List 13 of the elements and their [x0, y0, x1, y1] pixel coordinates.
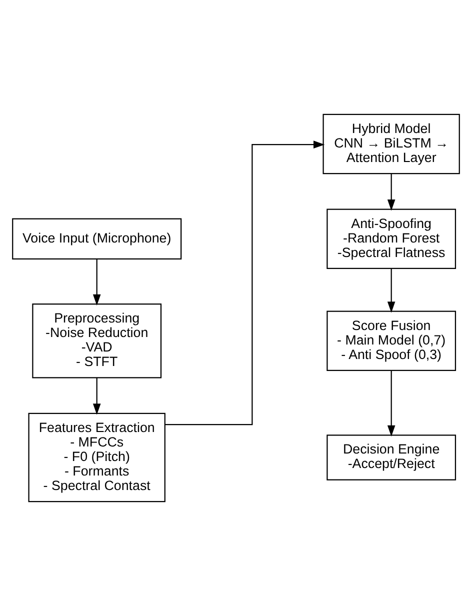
node-box: Features Extraction - MFCCs - F0 (Pitch) - Formants - Spectral Contast [28, 412, 166, 502]
node-box: Decision Engine -Accept/Reject [326, 434, 456, 480]
arrow [92, 377, 101, 414]
node-box: Hybrid Model CNN → BiLSTM → Attention Layer [322, 113, 460, 174]
arrow [92, 258, 101, 306]
arrow [387, 174, 396, 210]
arrow [387, 268, 396, 312]
node-box: Score Fusion - Main Model (0,7) - Anti Spoof (0,3) [326, 310, 456, 371]
node-box: Preprocessing -Noise Reduction -VAD - STFT [32, 303, 162, 378]
arrow [387, 370, 396, 436]
node-box: Anti-Spoofing -Random Forest -Spectral Flatness [326, 208, 456, 268]
arrow [164, 140, 325, 425]
node-box: Voice Input (Microphone) [12, 218, 182, 259]
